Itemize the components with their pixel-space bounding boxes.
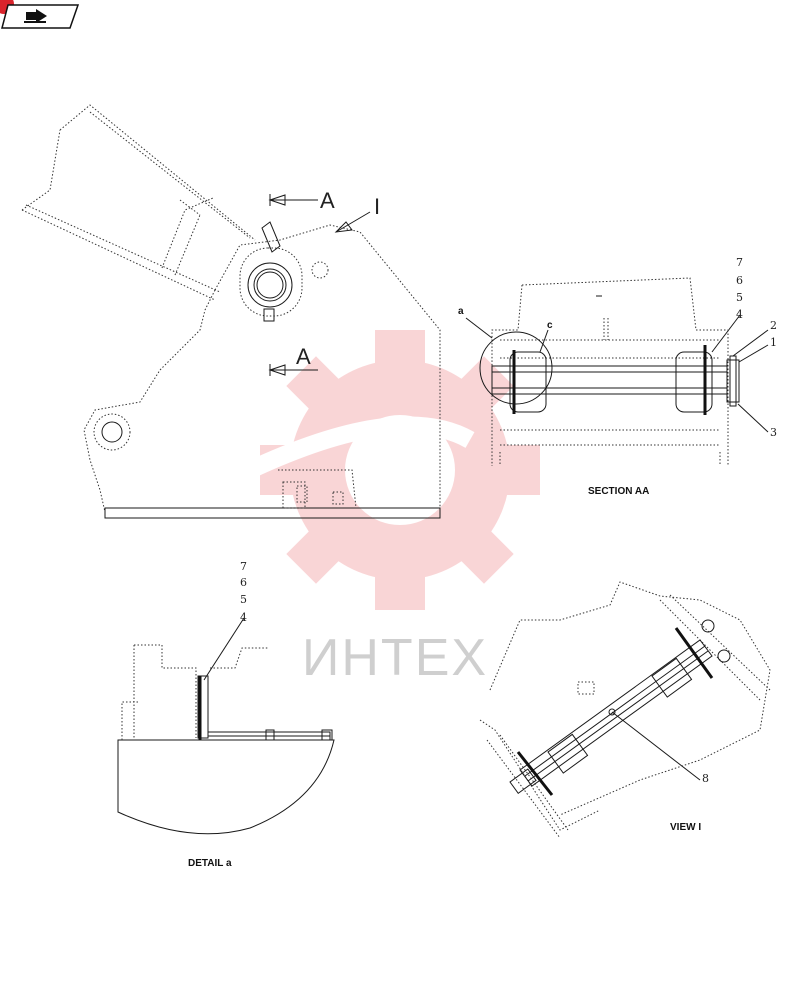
callout-4: 4 [736,308,743,321]
ref-c: c [547,320,553,331]
detail-callout-5: 5 [240,593,247,606]
section-arrow-a-top: A [320,188,335,213]
detail-ref-a: a [458,306,464,317]
view-i-view [479,581,771,839]
callout-5: 5 [736,291,743,304]
detail-a-title: DETAIL a [188,858,232,869]
callout-2: 2 [770,319,777,332]
callout-1: 1 [770,336,777,349]
view-arrow-i: I [374,194,380,219]
detail-a-view [117,617,335,835]
callout-7: 7 [736,256,743,269]
main-view [21,104,441,519]
watermark-logo [246,330,540,610]
callout-6: 6 [736,274,743,287]
detail-callout-4: 4 [240,611,247,624]
callout-3: 3 [770,426,777,439]
section-aa-view [465,277,769,466]
detail-callout-7: 7 [240,560,247,573]
view-i-title: VIEW I [670,822,701,833]
detail-callout-6: 6 [240,576,247,589]
section-aa-title: SECTION AA [588,486,649,497]
watermark-text: ИНТЕХ [302,629,488,687]
view-callout-8: 8 [702,772,709,785]
page-arrow-icon[interactable] [0,0,80,29]
section-arrow-a-bottom: A [296,344,311,369]
